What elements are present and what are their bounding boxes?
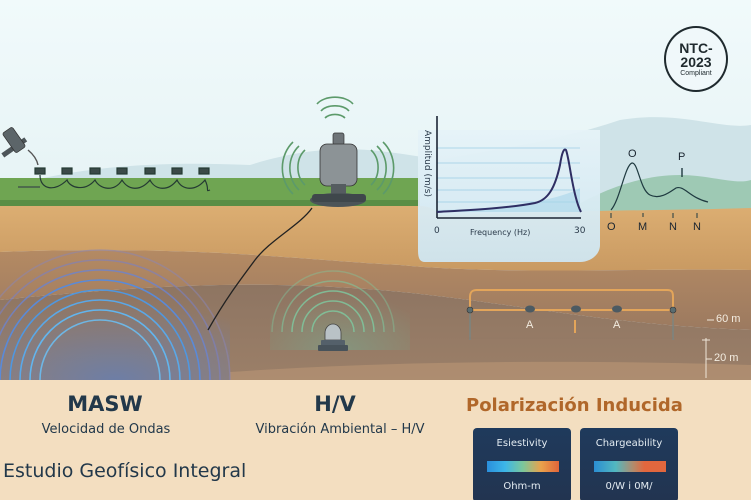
seismometer-icon (281, 96, 395, 207)
chargeability-card: Chargeability 0/W i 0M/ (580, 428, 678, 500)
badge-line1: NTC- (679, 39, 713, 56)
chargeability-card-title: Chargeability (595, 438, 663, 449)
ip-tick-label: M (638, 221, 648, 233)
electrode-array-icon (466, 289, 677, 340)
ip-peak-label: O (628, 148, 637, 160)
depth-label-20: 20 m (714, 352, 739, 364)
hv-chart-xlabel: Frequency (Hz) (470, 228, 531, 237)
hv-subtitle: Vibración Ambiental – H/V (255, 422, 425, 437)
chargeability-colorbar (594, 461, 666, 472)
ip-section-title: Polarización Inducida (466, 395, 683, 416)
resistivity-unit: Ohm-m (503, 481, 541, 492)
hv-chart-x-max: 30 (574, 226, 586, 236)
resistivity-card: Esiestivity Ohm-m (473, 428, 571, 500)
electrode-label: A (613, 319, 621, 331)
chargeability-unit: 0/W i 0M/ (605, 481, 653, 492)
ip-tick-label: N (669, 221, 677, 233)
badge-line3: Compliant (680, 69, 712, 77)
ip-tick-label: O (607, 221, 616, 233)
hv-title: H/V (314, 392, 356, 416)
hv-chart-x-min: 0 (434, 226, 440, 236)
page-title: Estudio Geofísico Integral (3, 460, 247, 482)
masw-title: MASW (67, 392, 143, 416)
resistivity-card-title: Esiestivity (496, 438, 548, 449)
badge-line2: 2023 (680, 53, 712, 70)
masw-subtitle: Velocidad de Ondas (41, 422, 171, 437)
hammer-icon (1, 127, 39, 166)
geophone-array-icon (18, 167, 211, 192)
depth-label-60: 60 m (716, 313, 741, 325)
ip-tick-label: N (693, 221, 701, 233)
info-panel: MASW Velocidad de Ondas H/V Vibración Am… (0, 380, 751, 500)
electrode-label: A (526, 319, 534, 331)
deep-sensor-icon (318, 323, 348, 351)
resistivity-colorbar (487, 461, 559, 472)
hv-chart-ylabel: Amplitud (m/s) (422, 130, 432, 197)
ip-peak-label: P (678, 151, 686, 163)
compliance-badge: NTC- 2023 Compliant (664, 26, 728, 92)
